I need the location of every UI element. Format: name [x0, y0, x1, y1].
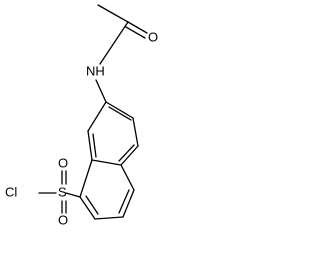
bond-ring-b2-inner	[118, 189, 130, 214]
atom-labels: O NH O S O Cl	[5, 29, 158, 227]
bond-ring-a3-inner	[118, 144, 135, 162]
bond-nitrogen-ring	[95, 79, 107, 103]
bond-ring-a6	[87, 101, 107, 132]
bonds	[38, 4, 148, 220]
sulfonyl-oxygen-top-label: O	[58, 155, 68, 170]
bond-ring-a2	[132, 117, 139, 147]
nitrogen-label: NH	[86, 63, 105, 78]
bond-ring-a4	[91, 159, 122, 166]
bond-ring-a5-inner	[92, 133, 97, 158]
bond-ring-a5	[87, 130, 93, 161]
sulfonyl-oxygen-bottom-label: O	[58, 212, 68, 227]
bond-ring-b2	[122, 189, 135, 218]
bond-ring-a1-inner	[108, 106, 132, 121]
bond-ring-b1	[120, 164, 135, 191]
bond-ring-a3	[120, 145, 139, 166]
bond-ring-b3	[94, 216, 124, 220]
bond-ring-b4	[79, 196, 96, 220]
bond-ring-a1	[105, 101, 134, 119]
bond-ring-sulfur	[65, 192, 81, 198]
bond-ring-b4-inner	[85, 195, 99, 215]
carbonyl-oxygen-label: O	[148, 29, 158, 44]
bond-methyl-carbonyl	[97, 4, 129, 23]
bond-ring-b5	[79, 159, 93, 198]
chlorine-label: Cl	[5, 184, 17, 199]
sulfur-label: S	[58, 184, 67, 199]
bond-carbonyl-oxygen-2	[125, 26, 146, 39]
bond-carbonyl-nitrogen	[99, 21, 129, 65]
chemical-structure-diagram: O NH O S O Cl	[5, 4, 158, 227]
bond-carbonyl-oxygen-1	[127, 21, 148, 34]
